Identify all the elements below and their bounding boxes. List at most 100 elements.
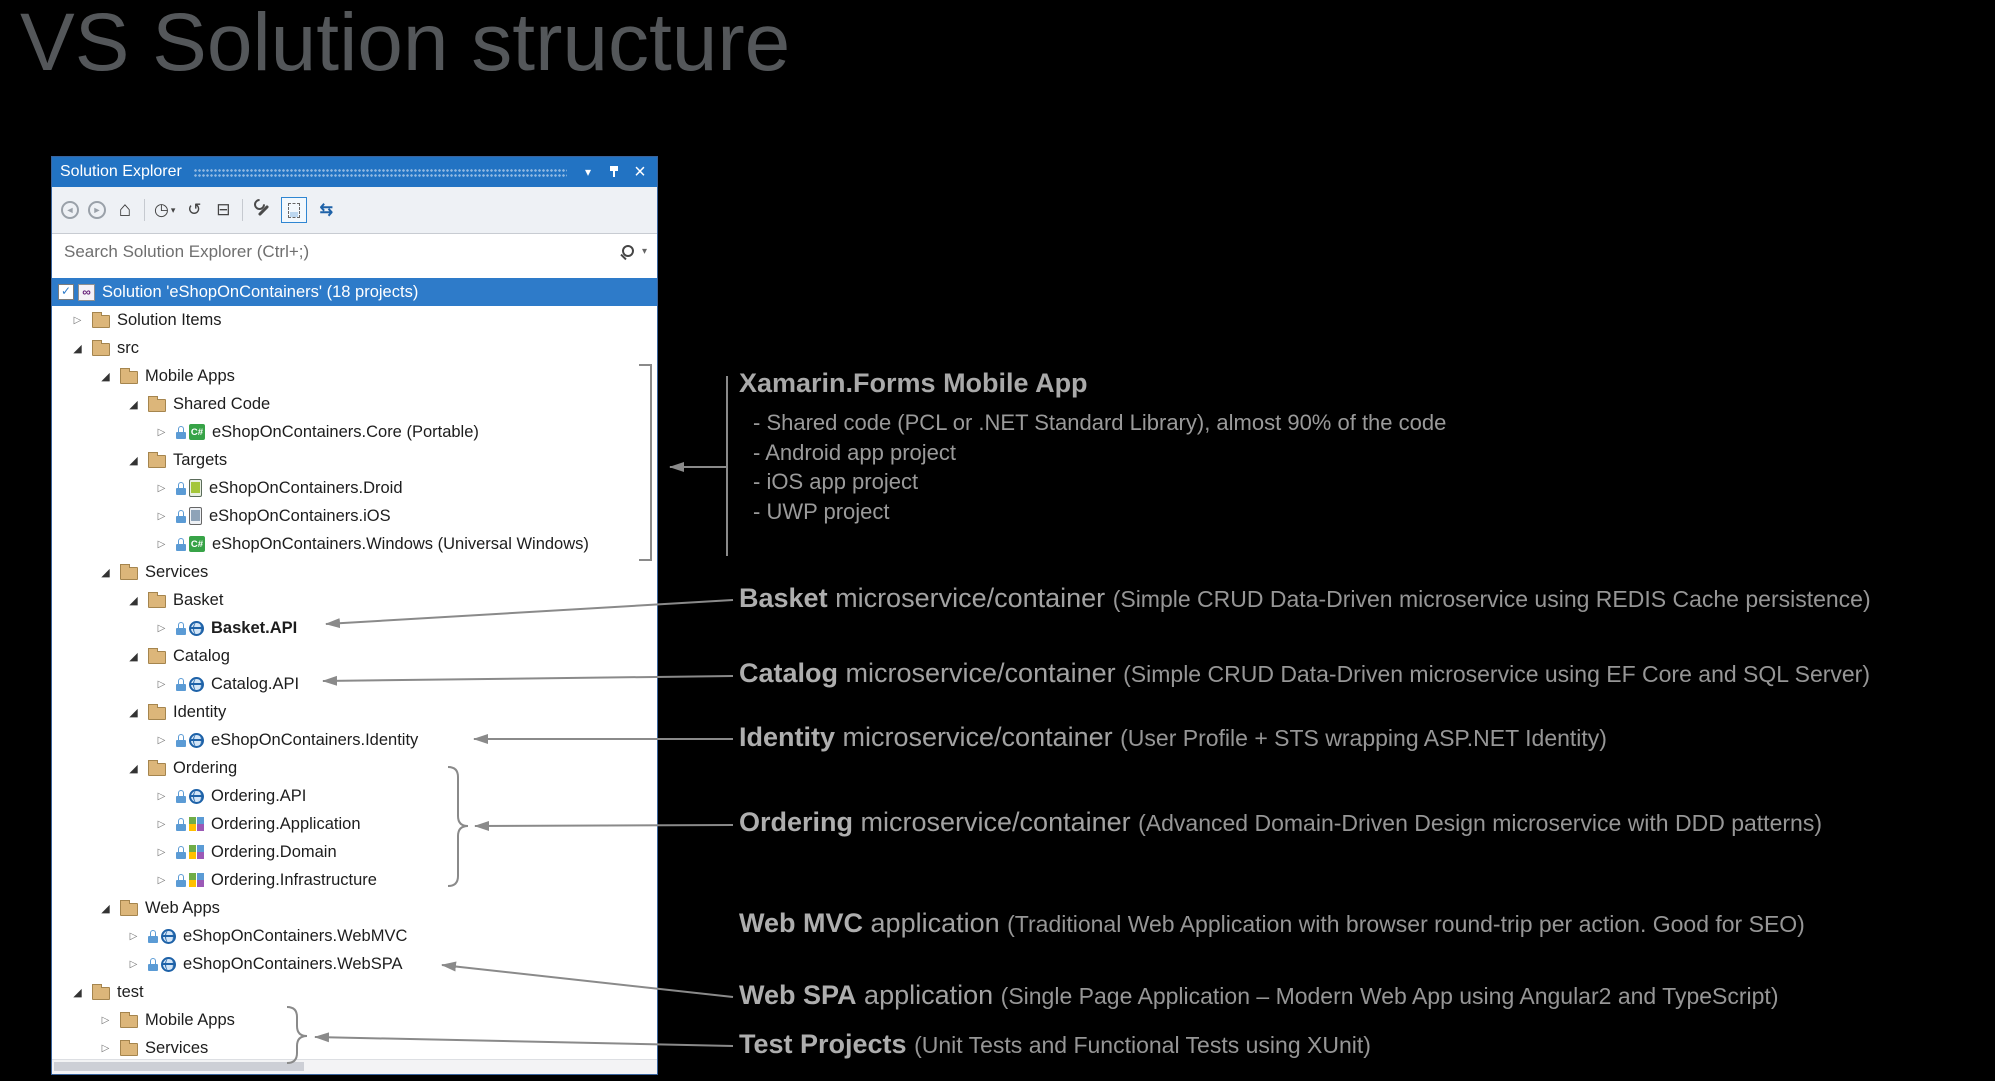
tree-item[interactable]: ◢Services [52,558,657,586]
tree-item[interactable]: ▷Services [52,1034,657,1060]
lock-icon [176,817,186,831]
expand-arrow-icon[interactable]: ▷ [157,678,166,690]
titlebar[interactable]: Solution Explorer ▾ × [52,157,657,187]
drag-grip[interactable] [193,168,567,179]
collapse-arrow-icon[interactable]: ◢ [129,706,138,719]
refresh-icon[interactable]: ↺ [187,200,202,219]
annotation-detail: (Traditional Web Application with browse… [1007,911,1805,937]
expand-arrow-icon[interactable]: ▷ [157,482,166,494]
web-project-icon [161,956,176,972]
expand-arrow-icon[interactable]: ▷ [129,958,138,970]
annotation-name: Web SPA [739,980,857,1010]
tree-item[interactable]: ✓Solution 'eShopOnContainers' (18 projec… [52,278,657,306]
tree-item[interactable]: ▷ Mobile Apps [52,1006,657,1034]
tree-item[interactable]: ◢Ordering [52,754,657,782]
scrollbar-thumb[interactable] [54,1062,304,1071]
tree-item[interactable]: ◢test [52,978,657,1006]
tree-item[interactable]: ◢Catalog [52,642,657,670]
show-all-files-icon[interactable] [281,197,308,223]
horizontal-scrollbar[interactable] [52,1059,657,1074]
tree-item[interactable]: ◢ Targets [52,446,657,474]
tree-item[interactable]: ▷Ordering.Domain [52,838,657,866]
lock-icon [176,537,186,551]
forward-icon[interactable]: ► [88,201,106,219]
collapse-arrow-icon[interactable]: ◢ [129,398,138,411]
expand-arrow-icon[interactable]: ▷ [157,846,166,858]
expand-arrow-icon[interactable]: ▷ [157,622,166,634]
tree-item[interactable]: ▷eShopOnContainers.Identity [52,726,657,754]
search-input[interactable] [62,240,614,263]
dropdown-chevron-icon[interactable]: ▾ [170,204,176,215]
tree-item[interactable]: ▷Ordering.API [52,782,657,810]
tree-item[interactable]: ▷eShopOnContainers.Core (Portable) [52,418,657,446]
tree-item[interactable]: ▷eShopOnContainers.Windows (Universal Wi… [52,530,657,558]
tree-item-label: Web Apps [145,898,220,917]
pending-changes-filter-icon[interactable]: ◷▾ [154,200,176,219]
lock-icon [148,929,158,943]
tree-item-label: Catalog.API [211,674,300,693]
expand-arrow-icon[interactable]: ▷ [129,930,138,942]
expand-arrow-icon[interactable]: ▷ [157,538,166,550]
tree-item-label: eShopOnContainers.Droid [209,478,403,497]
expand-arrow-icon[interactable]: ▷ [101,1014,110,1026]
tree-item-label: Shared Code [173,394,271,413]
collapse-arrow-icon[interactable]: ◢ [129,454,138,467]
checked-checkbox-icon[interactable]: ✓ [58,284,74,300]
tree-item[interactable]: ▷Solution Items [52,306,657,334]
tree-item[interactable]: ▷ Basket.API [52,614,657,642]
tree-item[interactable]: ▷eShopOnContainers.WebSPA [52,950,657,978]
collapse-arrow-icon[interactable]: ◢ [73,986,82,999]
annotation-webspa: Web SPA application (Single Page Applica… [739,980,1778,1011]
tree-item[interactable]: ◢ Web Apps [52,894,657,922]
window-position-chevron-icon[interactable]: ▾ [584,165,592,179]
collapse-arrow-icon[interactable]: ◢ [101,566,110,579]
expand-arrow-icon[interactable]: ▷ [73,314,82,326]
tree-item-label: Basket.API [211,618,298,637]
close-icon[interactable]: × [634,160,646,183]
annotation-identity: Identity microservice/container (User Pr… [739,722,1607,753]
search-options-chevron-icon[interactable]: ▾ [641,246,647,257]
tree-item-label: Mobile Apps [145,1010,235,1029]
tree-item-label: Identity [173,702,227,721]
tree-item[interactable]: ▷ Catalog.API [52,670,657,698]
annotation-webmvc: Web MVC application (Traditional Web App… [739,908,1805,939]
tree-item[interactable]: ◢ Identity [52,698,657,726]
tree-item[interactable]: ▷Ordering.Application [52,810,657,838]
annotation-detail: (Advanced Domain-Driven Design microserv… [1138,810,1822,836]
collapse-arrow-icon[interactable]: ◢ [101,370,110,383]
expand-arrow-icon[interactable]: ▷ [157,818,166,830]
tree-item-label: Ordering.Infrastructure [211,870,377,889]
search-icon[interactable] [620,244,636,260]
collapse-arrow-icon[interactable]: ◢ [129,594,138,607]
expand-arrow-icon[interactable]: ▷ [157,734,166,746]
tree-item-label: Targets [173,450,228,469]
expand-arrow-icon[interactable]: ▷ [157,874,166,886]
back-icon[interactable]: ◄ [61,201,79,219]
tree-item[interactable]: ▷eShopOnContainers.WebMVC [52,922,657,950]
tree-item[interactable]: ◢src [52,334,657,362]
collapse-all-icon[interactable]: ⊟ [216,200,231,219]
expand-arrow-icon[interactable]: ▷ [157,790,166,802]
tree-item[interactable]: ▷ eShopOnContainers.Droid [52,474,657,502]
collapse-arrow-icon[interactable]: ◢ [73,342,82,355]
expand-arrow-icon[interactable]: ▷ [157,510,166,522]
collapse-arrow-icon[interactable]: ◢ [129,762,138,775]
tree-item[interactable]: ◢ Shared Code [52,390,657,418]
tree-item[interactable]: ◢Basket [52,586,657,614]
xamarin-bullet: - Android app project [753,439,957,465]
folder-icon [148,592,166,608]
expand-arrow-icon[interactable]: ▷ [157,426,166,438]
pin-icon[interactable] [605,162,623,182]
folder-icon [120,1040,138,1056]
collapse-arrow-icon[interactable]: ◢ [129,650,138,663]
folder-icon [148,396,166,412]
tree-item[interactable]: ▷eShopOnContainers.iOS [52,502,657,530]
annotation-ordering: Ordering microservice/container (Advance… [739,807,1822,838]
tree-item[interactable]: ◢Mobile Apps [52,362,657,390]
folder-icon [148,648,166,664]
expand-arrow-icon[interactable]: ▷ [101,1042,110,1054]
tree-item[interactable]: ▷ Ordering.Infrastructure [52,866,657,894]
home-icon[interactable]: ⌂ [118,198,132,221]
sync-with-active-document-icon[interactable]: ⇆ [319,202,334,219]
collapse-arrow-icon[interactable]: ◢ [101,902,110,915]
